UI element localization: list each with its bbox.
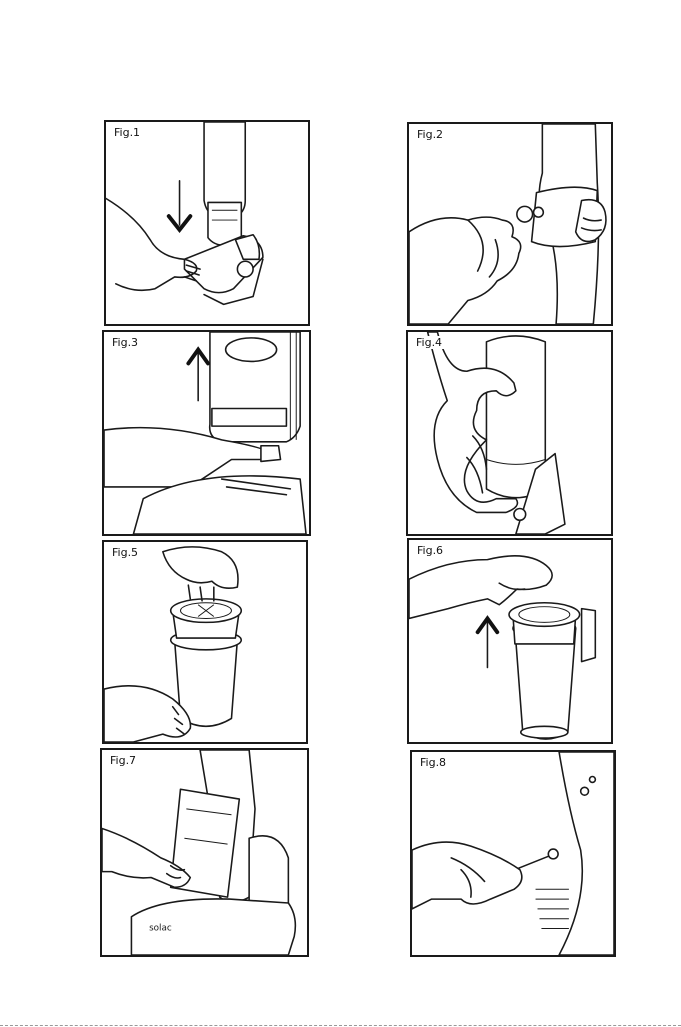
figure-4-label: Fig.4 bbox=[414, 336, 444, 349]
figure-1-label: Fig.1 bbox=[112, 126, 142, 139]
figure-4-illustration bbox=[408, 332, 611, 534]
figure-7-illustration: solac bbox=[102, 750, 307, 955]
figure-6-label: Fig.6 bbox=[415, 544, 445, 557]
figure-5-label: Fig.5 bbox=[110, 546, 140, 559]
figure-6: Fig.6 bbox=[407, 538, 613, 744]
figure-2-label: Fig.2 bbox=[415, 128, 445, 141]
figure-8-label: Fig.8 bbox=[418, 756, 448, 769]
brand-label-base: solac bbox=[149, 923, 172, 933]
figure-7: Fig.7 solac bbox=[100, 748, 309, 957]
figure-5-illustration bbox=[104, 542, 306, 742]
figure-5: Fig.5 bbox=[102, 540, 308, 744]
figure-7-label: Fig.7 bbox=[108, 754, 138, 767]
figure-1-illustration bbox=[106, 122, 308, 324]
figure-8: Fig.8 bbox=[410, 750, 616, 957]
page-edge-rule bbox=[0, 1025, 681, 1026]
figure-6-illustration bbox=[409, 540, 611, 742]
figure-2-illustration bbox=[409, 124, 611, 324]
figure-4: Fig.4 bbox=[406, 330, 613, 536]
figure-3-label: Fig.3 bbox=[110, 336, 140, 349]
figure-3-illustration bbox=[104, 332, 309, 534]
figure-2: Fig.2 bbox=[407, 122, 613, 326]
figure-1: Fig.1 bbox=[104, 120, 310, 326]
figure-8-illustration bbox=[412, 752, 614, 955]
figure-3: Fig.3 bbox=[102, 330, 311, 536]
